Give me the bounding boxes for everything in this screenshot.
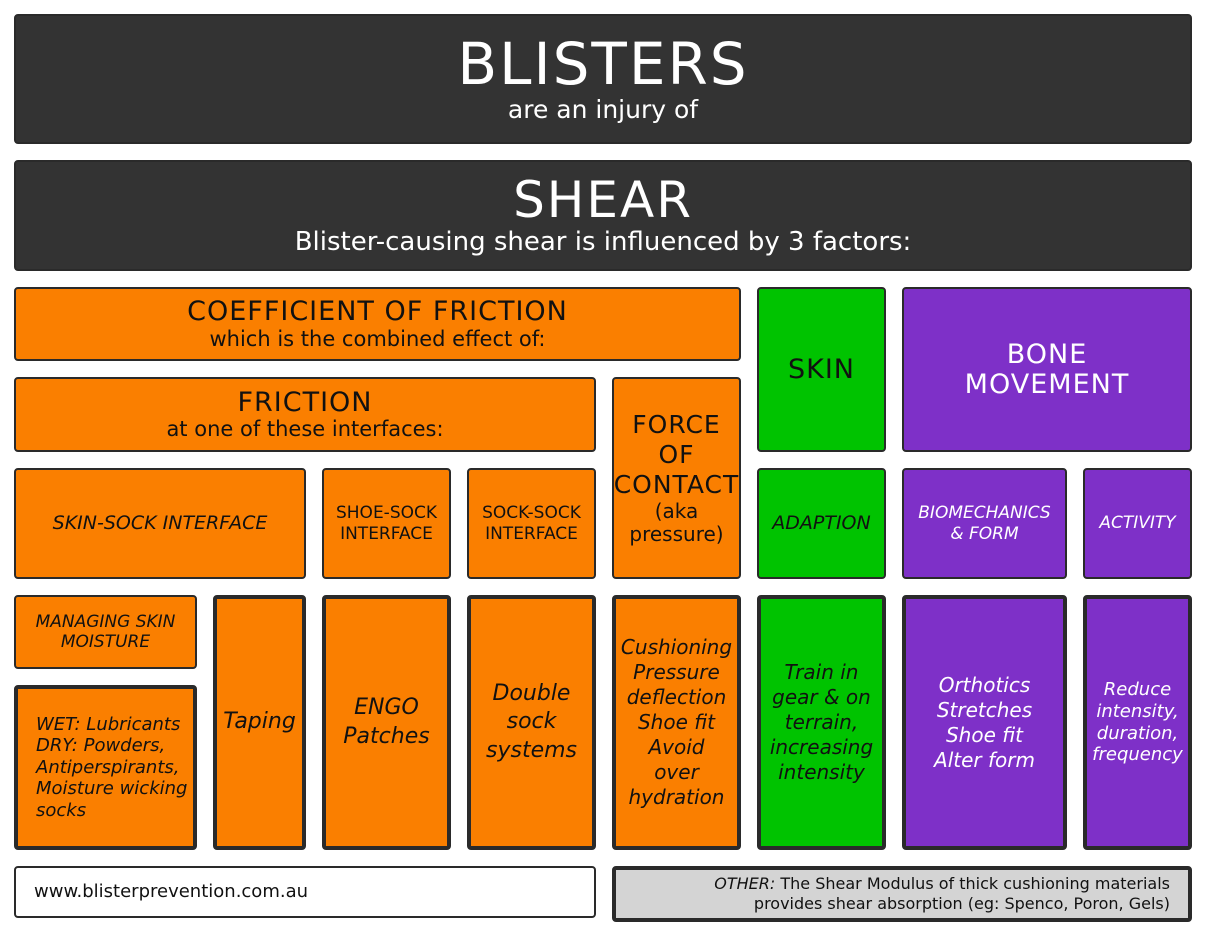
cushioning-line: Cushioning [620,635,733,659]
orthotics-line: Shoe fit [945,722,1023,747]
reduce-intensity-box: Reduce intensity, duration, frequency [1083,595,1192,850]
train-line: terrain, [784,710,859,734]
blisters-banner: BLISTERS are an injury of [14,14,1192,144]
cushioning-line: Shoe fit [637,710,715,734]
orthotics-line: Orthotics [938,672,1031,697]
sock-sock-line: INTERFACE [485,523,578,544]
wet-dry-box: WET: Lubricants DRY: Powders, Antiperspi… [14,685,197,850]
train-line: gear & on [772,685,871,709]
other-label: OTHER: [714,874,776,893]
shear-banner: SHEAR Blister-causing shear is influence… [14,160,1192,271]
skin-box: SKIN [757,287,886,452]
wet-dry-line: socks [36,799,87,821]
skin-sock-interface-box: SKIN-SOCK INTERFACE [14,468,306,579]
sock-sock-line: SOCK-SOCK [482,503,581,524]
taping-label: Taping [223,709,296,735]
skin-sock-label: SKIN-SOCK INTERFACE [52,512,268,535]
cushioning-line: hydration [628,785,725,809]
double-sock-line: Double [492,681,571,707]
friction-title: FRICTION [237,386,373,418]
engo-patches-box: ENGO Patches [322,595,451,850]
other-text-1: The Shear Modulus of thick cushioning ma… [780,874,1170,893]
shoe-sock-line: INTERFACE [340,523,433,544]
reduce-line: intensity, [1096,700,1179,722]
taping-box: Taping [213,595,306,850]
managing-skin-moisture-box: MANAGING SKIN MOISTURE [14,595,197,669]
biomechanics-line: BIOMECHANICS [918,503,1051,524]
orthotics-box: Orthotics Stretches Shoe fit Alter form [902,595,1067,850]
reduce-line: Reduce [1103,679,1172,701]
force-line: FORCE [632,410,721,439]
biomechanics-box: BIOMECHANICS & FORM [902,468,1067,579]
train-line: intensity [778,760,865,784]
shoe-sock-line: SHOE-SOCK [335,503,438,524]
bone-line: MOVEMENT [964,368,1130,400]
friction-subtitle: at one of these interfaces: [166,417,444,442]
blisters-subtitle: are an injury of [507,94,699,124]
train-line: increasing [769,735,874,759]
coefficient-of-friction-box: COEFFICIENT OF FRICTION which is the com… [14,287,741,361]
force-line: CONTACT [613,470,740,499]
cushioning-box: Cushioning Pressure deflection Shoe fit … [612,595,741,850]
bone-line: BONE [1006,338,1088,370]
cushioning-line: over [654,760,699,784]
sock-sock-interface-box: SOCK-SOCK INTERFACE [467,468,596,579]
managing-line: MANAGING SKIN [35,611,176,632]
other-text-2: provides shear absorption (eg: Spenco, P… [753,894,1170,913]
force-note-line: (aka [654,499,699,523]
shear-subtitle: Blister-causing shear is influenced by 3… [294,226,912,257]
force-of-contact-box: FORCE OF CONTACT (aka pressure) [612,377,741,579]
coefficient-subtitle: which is the combined effect of: [209,326,546,351]
reduce-line: frequency [1092,744,1183,766]
activity-label: ACTIVITY [1099,513,1176,534]
engo-line: ENGO [354,695,419,721]
shoe-sock-interface-box: SHOE-SOCK INTERFACE [322,468,451,579]
wet-dry-line: Antiperspirants, [36,756,180,778]
adaption-label: ADAPTION [772,512,871,535]
cushioning-line: Pressure [633,660,720,684]
train-line: Train in [784,660,859,684]
adaption-box: ADAPTION [757,468,886,579]
double-sock-line: sock [506,709,557,735]
wet-dry-line: WET: Lubricants [36,713,181,735]
force-note-line: pressure) [629,522,724,546]
other-line-1: OTHER: The Shear Modulus of thick cushio… [714,874,1170,894]
website-text: www.blisterprevention.com.au [34,881,309,903]
orthotics-line: Alter form [934,747,1035,772]
blisters-title: BLISTERS [457,30,749,99]
shear-title: SHEAR [513,171,693,230]
coefficient-title: COEFFICIENT OF FRICTION [187,296,568,328]
double-sock-box: Double sock systems [467,595,596,850]
cushioning-line: Avoid [648,735,705,759]
managing-line: MOISTURE [60,632,151,652]
wet-dry-line: Moisture wicking [36,778,188,800]
engo-line: Patches [343,723,430,749]
wet-dry-line: DRY: Powders, [36,735,166,757]
train-in-gear-box: Train in gear & on terrain, increasing i… [757,595,886,850]
bone-movement-box: BONE MOVEMENT [902,287,1192,452]
orthotics-line: Stretches [936,697,1033,722]
cushioning-line: deflection [626,685,727,709]
skin-title: SKIN [787,353,855,385]
friction-box: FRICTION at one of these interfaces: [14,377,596,452]
force-line: OF [658,440,695,469]
reduce-line: duration, [1096,722,1179,744]
activity-box: ACTIVITY [1083,468,1192,579]
biomechanics-line: & FORM [950,523,1019,544]
double-sock-line: systems [486,737,577,763]
other-note-box: OTHER: The Shear Modulus of thick cushio… [612,866,1192,922]
website-box: www.blisterprevention.com.au [14,866,596,918]
